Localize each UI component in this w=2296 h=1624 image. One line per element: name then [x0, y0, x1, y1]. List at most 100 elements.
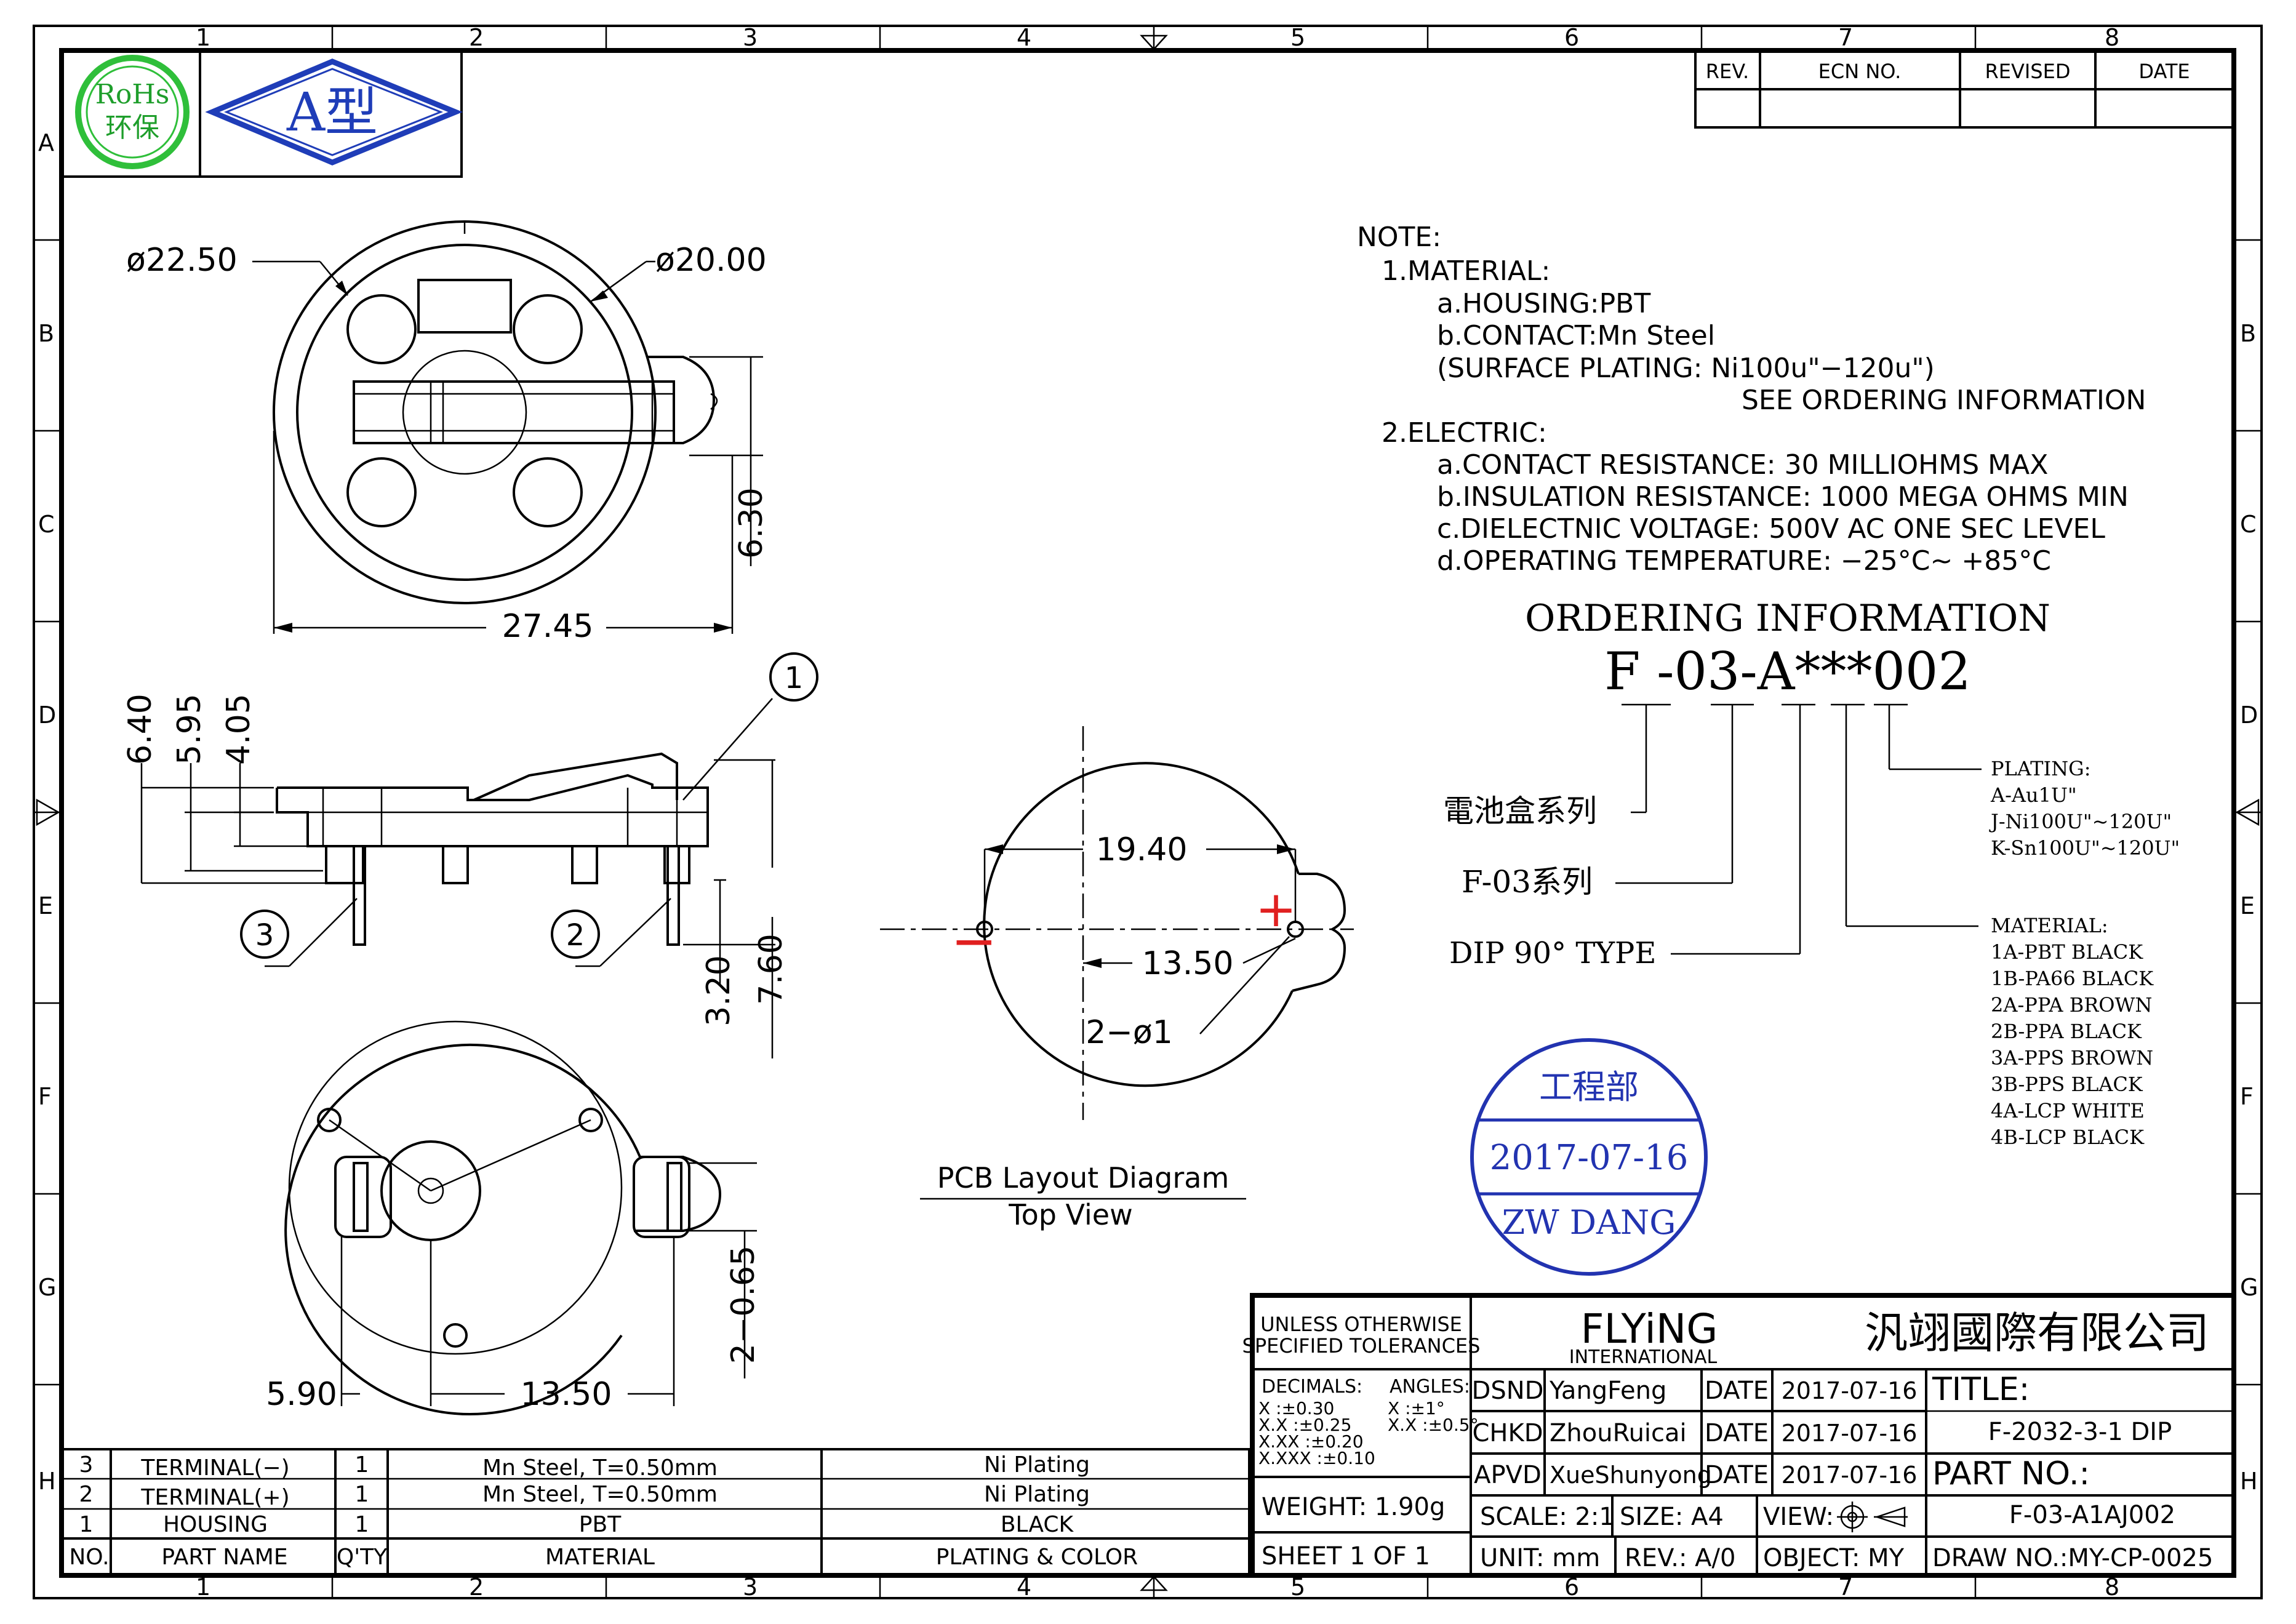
dsnd-date-label: DATE	[1705, 1377, 1769, 1405]
col-label-bottom-1: 1	[196, 1574, 210, 1601]
part-no-label: PART NO.:	[1932, 1455, 2090, 1492]
col-label-top-3: 3	[743, 24, 758, 51]
top-view: 27.45 6.30 ø22.50 ø20.00	[126, 220, 770, 645]
row-label-left-B: B	[38, 320, 54, 347]
tol-row-1: X :±0.30	[1258, 1398, 1334, 1418]
bom-row-1-part: HOUSING	[163, 1512, 268, 1537]
dim-bottom-pins: 2−0.65	[725, 1246, 762, 1364]
decimals-label: DECIMALS:	[1262, 1376, 1362, 1398]
col-label-top-6: 6	[1564, 24, 1579, 51]
ordering-title: ORDERING INFORMATION	[1525, 597, 2050, 640]
stamp-circle	[1470, 1038, 1708, 1276]
title-value: F-2032-3-1 DIP	[1988, 1418, 2172, 1446]
balloon-3-label: 3	[255, 918, 274, 953]
ordering-label-f03: F-03系列	[1462, 864, 1593, 900]
scale: SCALE: 2:1	[1480, 1503, 1615, 1531]
dim-side-h2: 5.95	[171, 694, 208, 765]
bom-row-3-no: 3	[79, 1452, 94, 1478]
note-line-8: b.INSULATION RESISTANCE: 1000 MEGA OHMS …	[1437, 481, 2129, 513]
bom-row-3-part: TERMINAL(−)	[140, 1455, 289, 1481]
stamp-dept: 工程部	[1539, 1068, 1639, 1106]
material-option-2: 1B-PA66 BLACK	[1991, 967, 2154, 990]
dim-side-pin1: 3.20	[700, 955, 737, 1026]
dim-side-pin2: 7.60	[753, 934, 790, 1005]
row-label-left-H: H	[38, 1468, 56, 1495]
bom-header-part-name: PART NAME	[161, 1545, 287, 1570]
rev-header-rev: REV.	[1706, 60, 1749, 83]
dim-pcb-holes: 2−ø1	[1086, 1014, 1173, 1051]
col-label-bottom-8: 8	[2105, 1574, 2119, 1601]
revision-table: REV. ECN NO. REVISED DATE	[1694, 49, 2235, 129]
balloon-3	[240, 910, 289, 959]
ordering-label-dip: DIP 90° TYPE	[1449, 936, 1656, 970]
col-label-top-4: 4	[1017, 24, 1031, 51]
angle-row-1: X :±1°	[1388, 1398, 1445, 1418]
approval-stamp: 工程部 2017-07-16 ZW DANG	[1470, 1038, 1708, 1276]
bottom-view-pad-pos	[633, 1156, 690, 1238]
first-angle-projection-icon	[1837, 1502, 1908, 1532]
logo-box: RoHs 环保 A型	[60, 49, 463, 178]
note-line-4: (SURFACE PLATING: Ni100u"−120u")	[1437, 353, 1935, 384]
material-option-1: 1A-PBT BLACK	[1991, 940, 2143, 964]
row-label-right-E: E	[2240, 892, 2255, 919]
row-label-left-A: A	[38, 129, 54, 156]
ordering-info: ORDERING INFORMATION F -03-A***002 電池盒系列…	[1443, 597, 2180, 1149]
draw-no: DRAW NO.:MY-CP-0025	[1932, 1544, 2213, 1572]
plating-option-1: A-Au1U"	[1990, 783, 2077, 807]
bom-header-material: MATERIAL	[545, 1545, 655, 1570]
note-heading: NOTE:	[1357, 222, 1441, 253]
bom-row-2-plating: Ni Plating	[984, 1482, 1090, 1507]
row-label-left-C: C	[38, 511, 55, 538]
sheet-count: SHEET 1 OF 1	[1262, 1542, 1430, 1570]
bom-row-2-material: Mn Steel, T=0.50mm	[482, 1482, 718, 1507]
note-line-3: b.CONTACT:Mn Steel	[1437, 320, 1715, 351]
chkd-label: CHKD	[1472, 1419, 1543, 1447]
plating-option-3: K-Sn100U"~120U"	[1991, 836, 2180, 860]
top-view-hole-4	[513, 457, 583, 527]
bom-row-1-material: PBT	[579, 1512, 622, 1537]
pcb-subcaption: Top View	[1008, 1198, 1132, 1231]
rev-header-revised: REVISED	[1985, 60, 2071, 83]
dim-side-h1: 6.40	[122, 694, 159, 765]
row-label-right-C: C	[2240, 511, 2257, 538]
pcb-plus-sign: +	[1255, 881, 1297, 938]
row-label-right-D: D	[2240, 702, 2258, 729]
dim-top-width: 27.45	[502, 608, 594, 645]
col-label-bottom-2: 2	[469, 1574, 484, 1601]
row-label-right-F: F	[2240, 1083, 2254, 1110]
chkd-date-value: 2017-07-16	[1782, 1420, 1918, 1447]
chkd-value: ZhouRuicai	[1550, 1419, 1687, 1447]
rohs-text: RoHs	[95, 79, 170, 110]
object: OBJECT: MY	[1763, 1544, 1905, 1572]
top-view-hole-2	[513, 294, 583, 364]
col-label-top-1: 1	[196, 24, 210, 51]
pcb-minus-sign: −	[951, 909, 997, 974]
balloon-1-label: 1	[785, 661, 804, 695]
bom-header-qty: Q'TY	[337, 1545, 388, 1570]
note-line-10: d.OPERATING TEMPERATURE: −25°C~ +85°C	[1437, 545, 2051, 577]
dsnd-value: YangFeng	[1549, 1377, 1666, 1405]
bom-row-3-plating: Ni Plating	[984, 1452, 1090, 1478]
company-logo-sub: INTERNATIONAL	[1569, 1346, 1718, 1368]
size: SIZE: A4	[1620, 1503, 1724, 1531]
apvd-date-label: DATE	[1705, 1461, 1769, 1489]
note-line-2: a.HOUSING:PBT	[1437, 288, 1650, 319]
pcb-caption: PCB Layout Diagram	[937, 1161, 1230, 1194]
balloon-2-label: 2	[566, 918, 585, 953]
bom-row-1-no: 1	[79, 1512, 94, 1537]
bom-row-2-part: TERMINAL(+)	[140, 1485, 289, 1510]
ordering-code: F -03-A***002	[1604, 641, 1971, 702]
apvd-value: XueShunyong	[1550, 1462, 1712, 1489]
note-line-1: 1.MATERIAL:	[1382, 255, 1550, 287]
bottom-view-outline	[284, 1044, 641, 1416]
col-label-bottom-5: 5	[1290, 1574, 1305, 1601]
row-label-right-B: B	[2240, 320, 2256, 347]
dim-bottom-w1: 5.90	[266, 1376, 337, 1413]
top-view-window	[417, 279, 512, 334]
balloon-1	[769, 652, 818, 702]
top-view-inner-circle	[296, 244, 633, 581]
bom-table: 3 TERMINAL(−) 1 Mn Steel, T=0.50mm Ni Pl…	[60, 1448, 1250, 1577]
weight: WEIGHT: 1.90g	[1262, 1493, 1445, 1521]
ordering-label-series: 電池盒系列	[1443, 793, 1597, 829]
